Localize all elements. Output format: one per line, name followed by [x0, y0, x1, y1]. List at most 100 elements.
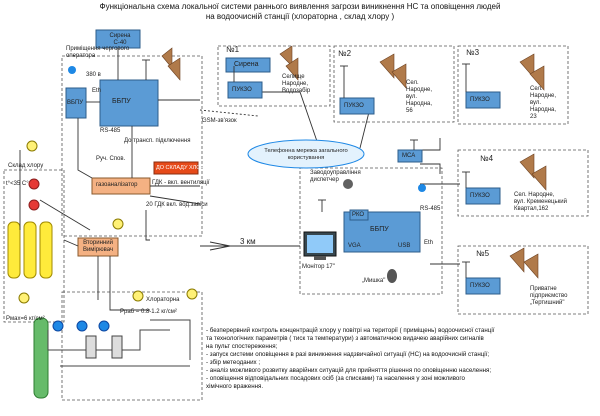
wiring	[19, 48, 460, 311]
node2-outline	[333, 45, 455, 123]
node4-pukzo	[465, 187, 501, 205]
node3-outline	[457, 45, 569, 125]
node5-outline	[457, 245, 589, 315]
secondary-meter-label: Вторинний Вимірювач	[82, 240, 114, 253]
manual-start-label: Руч. Спов.	[96, 156, 126, 162]
dispatcher-rko-label: РКО	[352, 212, 365, 218]
phone-network-label: Телефонна мережа загального користування	[264, 148, 348, 161]
chlorinator-outline	[61, 291, 203, 401]
pressure-gauge-1	[52, 320, 64, 332]
feature-item: - збір метеоданих ;	[206, 359, 261, 366]
node1-siren	[225, 57, 271, 73]
cylinder-1	[7, 221, 21, 279]
feature-item: на пульт спостереження;	[206, 343, 278, 350]
cylinder-green	[33, 317, 49, 399]
eth-label: Eth	[92, 88, 102, 94]
node3-id: №3	[466, 48, 480, 57]
bbpu-label: ББПУ	[112, 98, 131, 105]
feature-item: - запуск системи оповіщення в разі виник…	[206, 351, 490, 358]
valve-label: 20 ГДК вкл. вод.завіси	[146, 202, 208, 208]
node3-place: Сел. Народне, вул. Народна, 23	[530, 86, 557, 120]
operator-room-label: Приміщення чергового оператора	[66, 46, 130, 59]
vent-label: ГДК - вкл. вентиляції	[152, 180, 210, 186]
title-line-1: Функціональна схема локальної системи ра…	[99, 2, 501, 11]
feature-item: - безперервний контроль концентрацій хло…	[206, 327, 495, 334]
feature-item: хімічного враження.	[206, 383, 264, 390]
rs485-label: RS-485	[100, 128, 121, 134]
title-line-2: на водоочисній станції (хлораторна , скл…	[205, 12, 395, 21]
node2-place: Сел. Народне, вул. Народна, 56	[406, 80, 433, 114]
dispatcher-usb-label: USB	[398, 243, 411, 249]
feature-item: та технологічних параметрів ( тиск та те…	[206, 335, 484, 342]
node5-pukzo	[465, 277, 501, 295]
node1-pukzo	[227, 81, 263, 99]
gas-analyzer-label: газоаналізатор	[96, 182, 138, 188]
monitor-label: Монітор 17"	[302, 264, 335, 270]
gsm-label: GSM-зв'язок	[202, 118, 237, 124]
chlorinator-label: Хлораторна	[146, 297, 180, 303]
node1-outline	[217, 45, 331, 107]
temp-label: t°<35 C°	[6, 181, 29, 187]
pressure-gauge-3	[98, 320, 110, 332]
node5-place: Приватне підприємство „Тертишний"	[530, 286, 568, 306]
node2-pukzo-label: ПУКЗО	[344, 103, 364, 109]
feature-list: - безперервний контроль концентрацій хло…	[206, 327, 594, 391]
pwork-label: Ppaб = 0.8-1.2 кг/см²	[120, 309, 177, 315]
siren-c40-label: Сирена С-40	[109, 33, 131, 46]
cl-sensor-5	[186, 288, 198, 300]
dispatcher-label: Заводоуправління диспетчер	[310, 170, 361, 183]
dispatcher-rko	[349, 209, 369, 221]
node4-outline	[457, 149, 589, 217]
mouse-label: „Мишка"	[362, 278, 386, 284]
dispatcher-outline	[299, 167, 443, 295]
weather-sensor-1	[68, 66, 76, 74]
to-chlorine-store-label: ДО СКЛАДУ ХЛОРУ	[156, 165, 208, 171]
antennas	[142, 59, 470, 278]
pressure-gauge-2	[76, 320, 88, 332]
dispatcher-vga-label: VGA	[348, 243, 361, 249]
node2-id: №2	[338, 49, 352, 58]
node4-id: №4	[480, 154, 494, 163]
node3-pukzo	[465, 91, 501, 109]
cl-sensor-4	[132, 290, 144, 302]
voltage-label: 380 в	[86, 72, 101, 78]
node4-pukzo-label: ПУКЗО	[470, 193, 490, 199]
chlorine-store-label: Склад хлору	[8, 163, 44, 169]
cylinder-3	[39, 221, 53, 279]
temp-sensor-red	[28, 178, 40, 190]
dispatcher-button	[343, 179, 353, 189]
bbpu-box	[99, 79, 159, 127]
cl-sensor-3	[18, 292, 30, 304]
level-sensor-red	[28, 199, 40, 211]
mca-label: МСА	[402, 153, 416, 159]
distance-label: 3 км	[240, 237, 256, 246]
cylinder-2	[23, 221, 37, 279]
vbpu-label: ВБПУ	[67, 100, 84, 106]
vbpu-box	[65, 87, 87, 119]
cl-sensor-2	[112, 218, 124, 230]
feature-item: - оповіщення відповідальних посадових ос…	[206, 375, 465, 382]
dispatcher-eth-label: Eth	[424, 240, 434, 246]
node3-pukzo-label: ПУКЗО	[470, 97, 490, 103]
node1-siren-label: Сирена	[234, 61, 259, 68]
cl-sensor-1	[26, 140, 38, 152]
weather-sensor-2	[418, 184, 426, 192]
to-transport-label: До трансп. підключення	[124, 138, 191, 144]
node1-id: №1	[226, 45, 240, 54]
mouse-icon	[387, 269, 397, 283]
operator-room-outline	[61, 55, 203, 237]
chlorinator-piping	[47, 319, 191, 367]
node4-place: Сел. Народне, вул. Кременецький Квартал,…	[514, 192, 567, 212]
node1-pukzo-label: ПУКЗО	[232, 87, 252, 93]
node5-id: №5	[476, 249, 490, 258]
phone-network-ellipse	[247, 139, 365, 169]
monitor-icon	[303, 231, 337, 260]
dispatcher-bbpu-label: ББПУ	[370, 226, 389, 233]
node2-pukzo	[339, 97, 375, 115]
feature-item: - аналіз можливого розвитку аварійних си…	[206, 367, 492, 374]
speaker-horns	[161, 45, 547, 279]
mca-box	[397, 149, 423, 163]
dispatcher-rs485-label: RS-485	[420, 206, 441, 212]
to-chlorine-store-box	[153, 161, 199, 175]
